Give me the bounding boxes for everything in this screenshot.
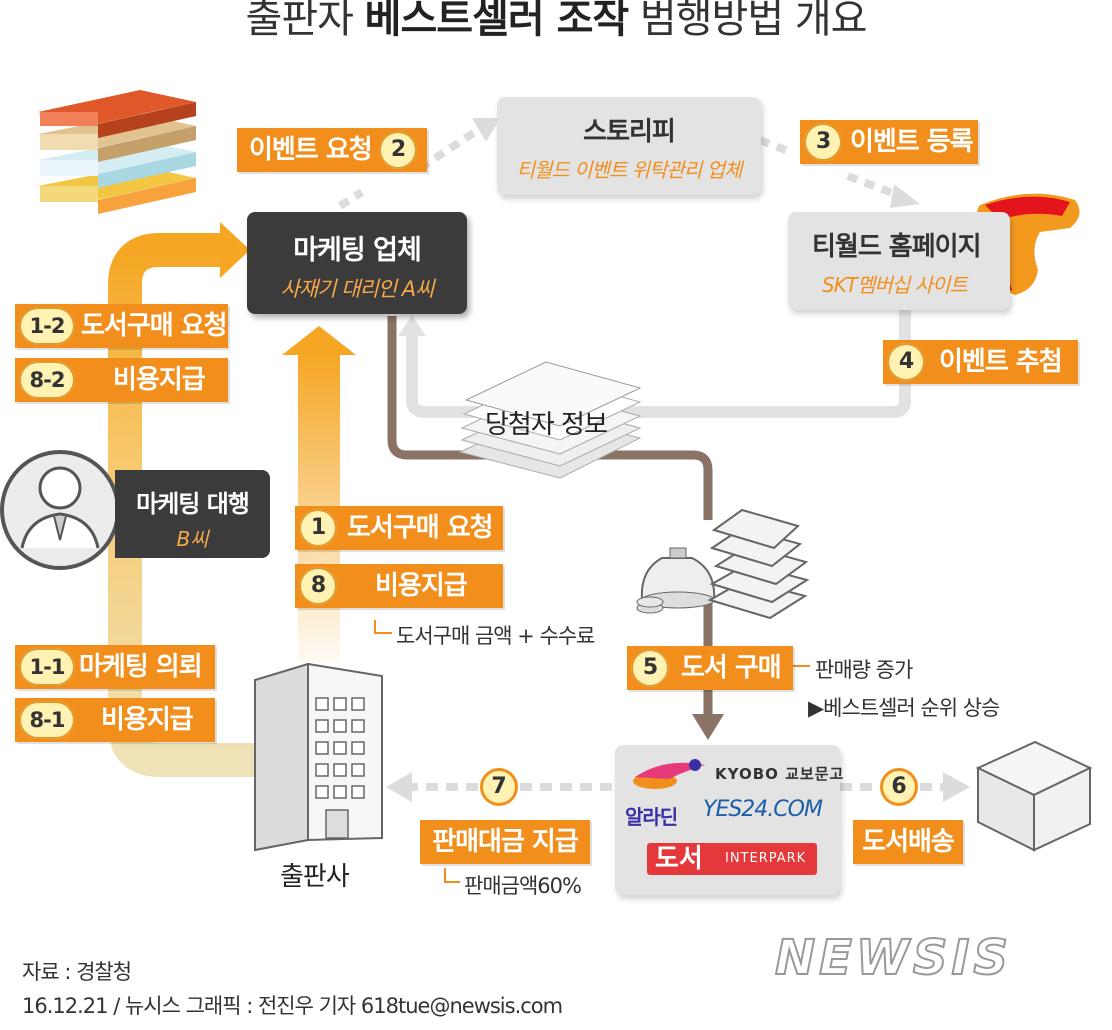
- publisher-up-arrowhead: [282, 326, 356, 355]
- interpark-logo: 도서 INTERPARK: [647, 843, 817, 875]
- step-5-book-purchase: 5 도서 구매: [627, 646, 793, 690]
- step-2-event-request: 이벤트 요청 2: [237, 128, 427, 172]
- step-6-delivery: 도서배송: [853, 820, 963, 864]
- publisher-label: 출판사: [280, 862, 350, 892]
- marketing-company-name: 마케팅 업체: [293, 235, 422, 266]
- step-1-2-book-request: 1-2 도서구매 요청: [15, 304, 228, 348]
- winner-info-label: 당첨자 정보: [485, 410, 608, 440]
- winner-info-return-arrow: [406, 310, 911, 418]
- kyobo-logo: KYOBO 교보문고: [715, 765, 845, 783]
- step-1-1-marketing-request: 1-1 마케팅 의뢰: [15, 645, 215, 689]
- credit-text: 16.12.21 / 뉴시스 그래픽 : 전진우 기자 618tue@newsi…: [22, 994, 563, 1018]
- payment-arrowhead: [386, 772, 412, 802]
- step-4-event-draw: 4 이벤트 추첨: [883, 340, 1078, 384]
- rank-up-note: ▶베스트셀러 순위 상승: [808, 696, 1000, 720]
- step-6-badge: 6: [880, 768, 918, 806]
- agent-name: 마케팅 대행: [136, 490, 250, 518]
- marketing-company-desc: 사재기 대리인 A씨: [280, 277, 435, 301]
- person-icon: [0, 450, 120, 570]
- delivery-arrowhead: [943, 772, 970, 802]
- book-stack-icon: [38, 90, 196, 214]
- step-badge: 2: [379, 131, 417, 169]
- left-arrowhead: [220, 222, 250, 278]
- step-badge: 1-2: [19, 307, 75, 345]
- marketing-company-box: 마케팅 업체 사재기 대리인 A씨: [247, 212, 467, 314]
- paper-stack-icon: [458, 361, 642, 479]
- step-badge: 5: [631, 649, 669, 687]
- tworld-desc: SKT멤버십 사이트: [822, 273, 968, 297]
- ratio-note: 판매금액60%: [464, 874, 582, 898]
- tworld-box: 티월드 홈페이지 SKT멤버십 사이트: [788, 212, 1010, 310]
- step-7-badge: 7: [480, 768, 518, 806]
- building-icon: [254, 662, 383, 852]
- step-7-sales-payment: 판매대금 지급: [420, 820, 590, 864]
- step-badge: 8-1: [19, 701, 75, 739]
- purchase-arrowhead: [692, 714, 724, 740]
- fee-note: 도서구매 금액 + 수수료: [396, 624, 596, 648]
- tworld-name: 티월드 홈페이지: [812, 232, 982, 262]
- source-text: 자료 : 경찰청: [22, 960, 132, 984]
- aladin-logo: 알라딘: [625, 805, 678, 829]
- agent-box: 마케팅 대행 B씨: [115, 470, 270, 558]
- step-badge: 1: [299, 509, 337, 547]
- step-badge: 8-2: [19, 361, 75, 399]
- step-1-book-request: 1 도서구매 요청: [295, 506, 503, 550]
- step-8-payment: 8 비용지급: [295, 564, 503, 608]
- storypi-name: 스토리피: [583, 117, 676, 147]
- agent-desc: B씨: [176, 527, 209, 551]
- step-badge: 3: [804, 123, 842, 161]
- bookstores-box: KYOBO 교보문고 알라딘 YES24.COM 도서 INTERPARK: [615, 745, 843, 895]
- aladin-genie-icon: [633, 759, 705, 789]
- step-3-event-register: 3 이벤트 등록: [800, 120, 978, 164]
- yes24-logo: YES24.COM: [703, 797, 823, 822]
- step-badge: 4: [887, 343, 925, 381]
- step-badge: 8: [299, 567, 337, 605]
- sales-up-note: 판매량 증가: [815, 658, 913, 682]
- storypi-desc: 티월드 이벤트 위탁관리 업체: [516, 158, 743, 182]
- box-icon: [975, 740, 1093, 852]
- newsis-logo: NEWSIS: [774, 929, 1012, 987]
- step-badge: 1-1: [19, 648, 75, 686]
- step-8-2-payment: 8-2 비용지급: [15, 358, 228, 402]
- page-title: 출판자 베스트셀러 조작 범행방법 개요: [245, 0, 868, 42]
- step-8-1-payment: 8-1 비용지급: [15, 698, 215, 742]
- storypi-box: 스토리피 티월드 이벤트 위탁관리 업체: [497, 97, 761, 195]
- purse-and-books-icon: [636, 508, 810, 620]
